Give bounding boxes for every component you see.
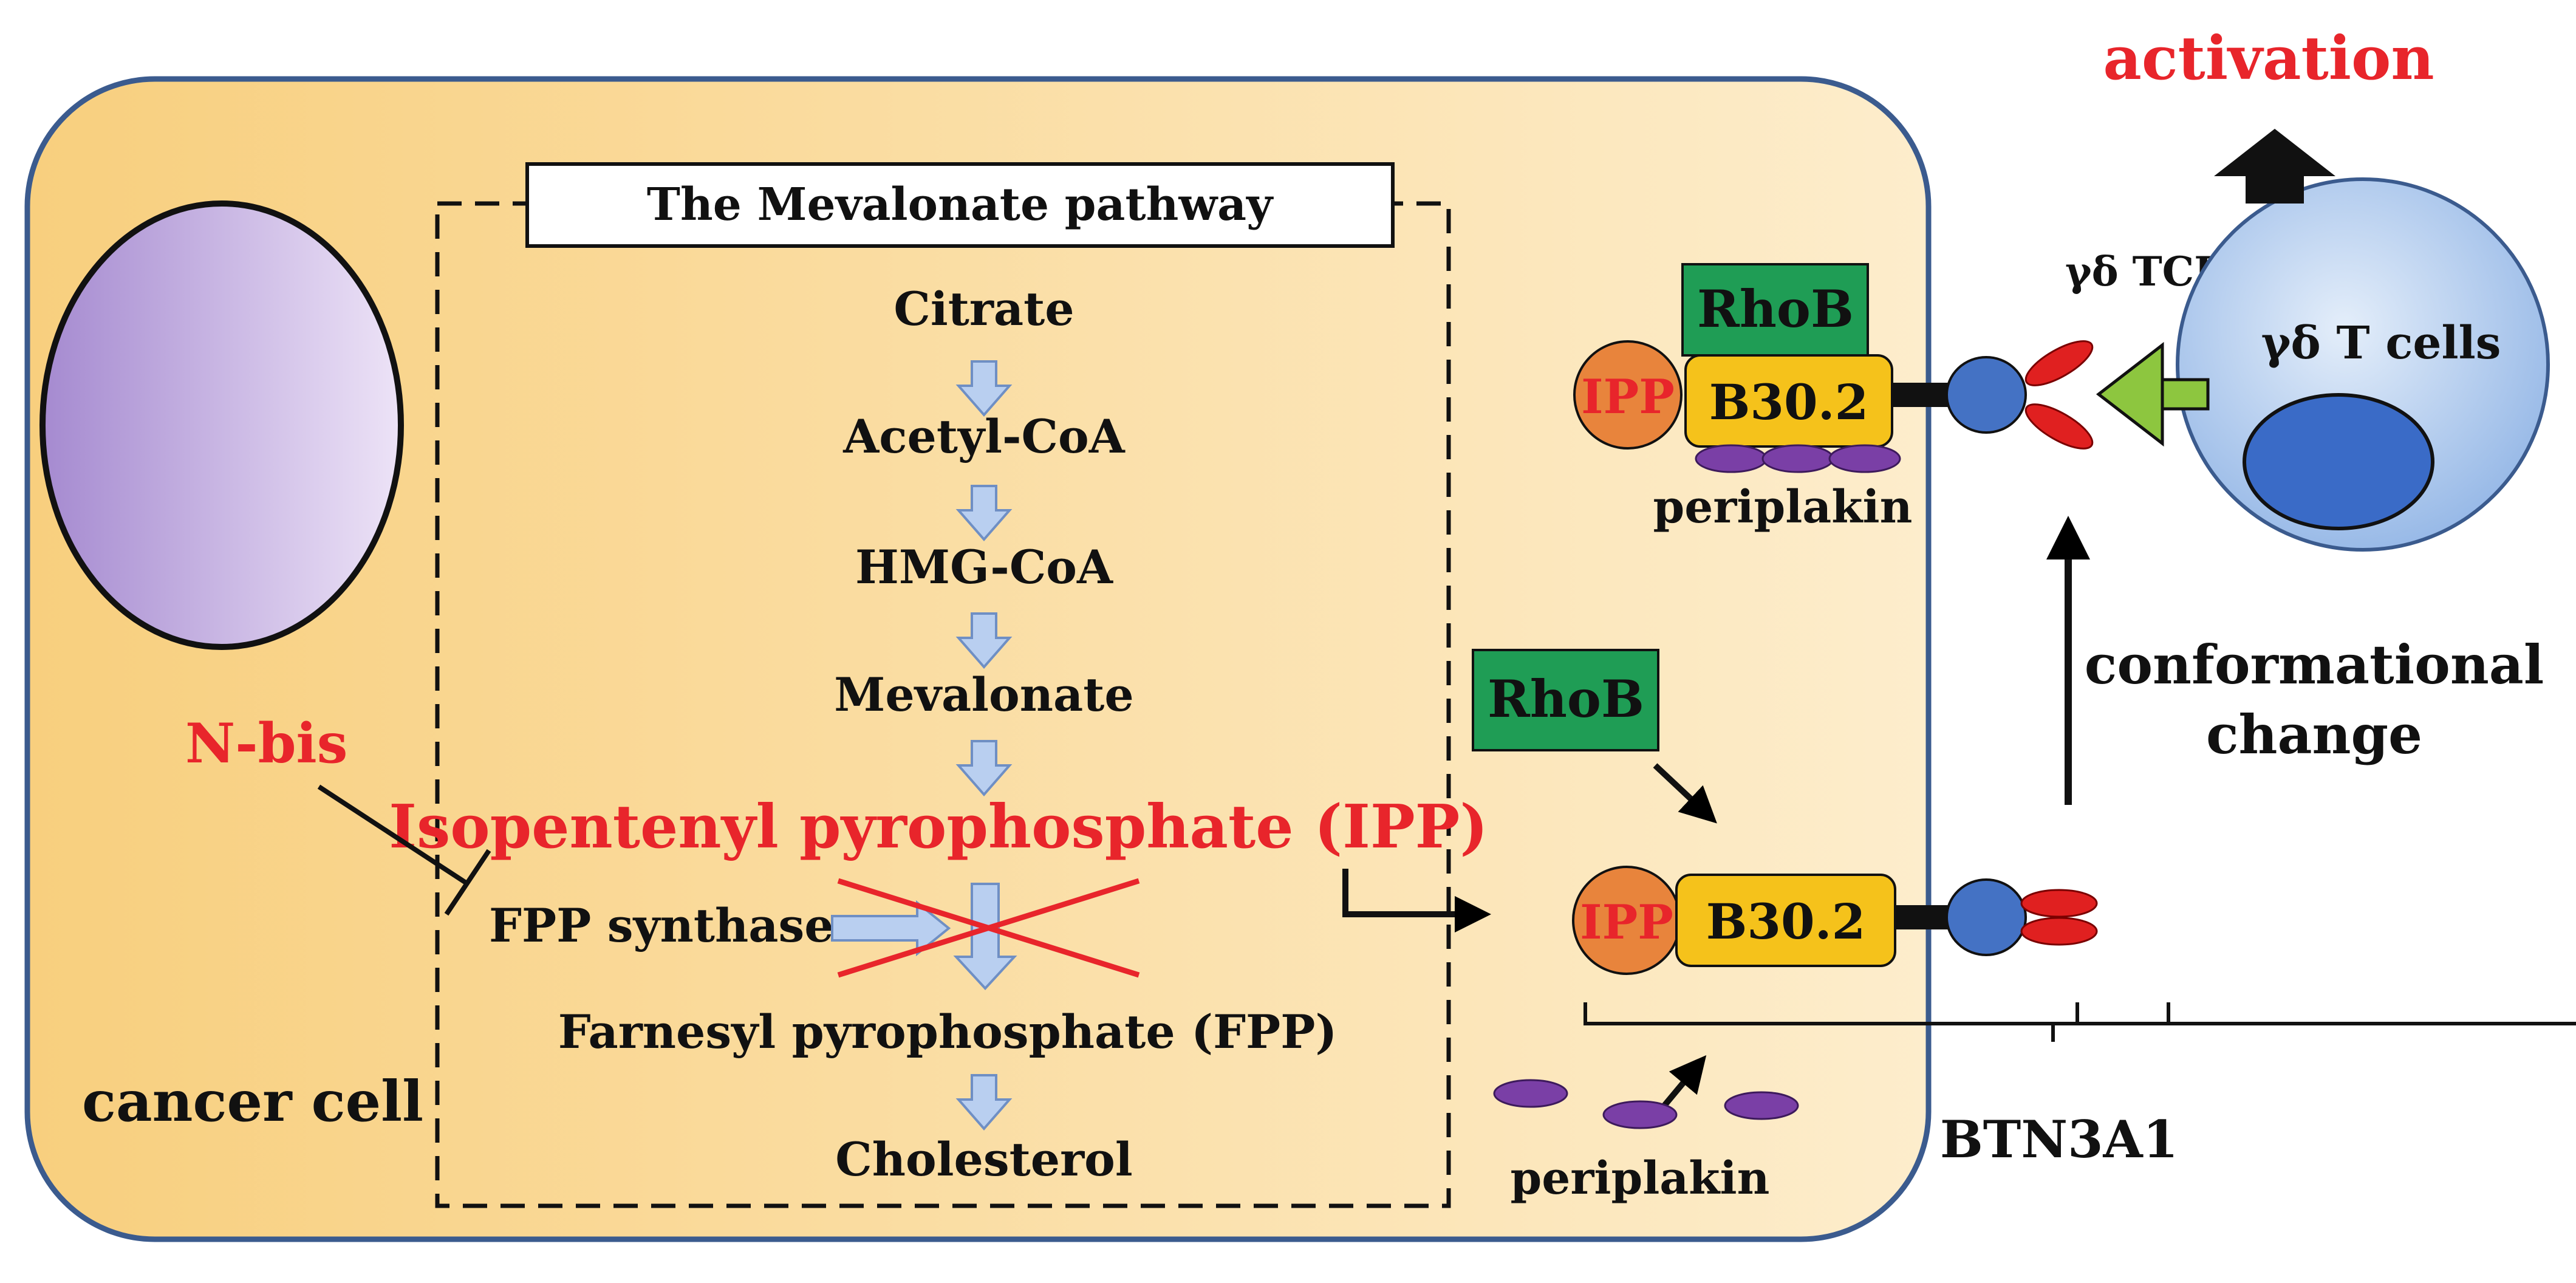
b302-label-active: B30.2 xyxy=(1709,374,1868,431)
enzyme-arrow-icon xyxy=(831,900,951,957)
ipp-transfer-arrow xyxy=(1342,869,1491,932)
block-cross-icon xyxy=(837,878,1140,978)
periplakin-protein xyxy=(1493,1079,1568,1108)
step-cholesterol: Cholesterol xyxy=(835,1132,1133,1186)
t-cell-nucleus xyxy=(2243,393,2434,530)
ipp-molecule-active xyxy=(1573,340,1683,450)
pathway-title-box xyxy=(525,162,1395,248)
btn3a1-label: BTN3A1 xyxy=(1940,1109,2178,1169)
periplakin-protein xyxy=(1602,1100,1678,1129)
ipp-product: Isopentenyl pyrophosphate (IPP) xyxy=(389,792,1488,862)
step-arrow-icon xyxy=(955,740,1013,797)
ipp-label-resting: IPP xyxy=(1580,895,1673,950)
activation-title: activation xyxy=(2103,24,2434,94)
periplakin-bound xyxy=(1828,444,1901,473)
tcr-ligand-triangle xyxy=(2096,341,2164,447)
nucleus xyxy=(39,200,404,650)
extracellular-domain-active xyxy=(2024,340,2094,386)
fpp-synthase-label: FPP synthase xyxy=(489,898,834,953)
rhob-label-resting: RhoB xyxy=(1488,669,1644,729)
extracellular-domain-resting xyxy=(2020,889,2098,918)
periplakin-label-resting: periplakin xyxy=(1511,1152,1770,1205)
step-mevalonate: Mevalonate xyxy=(834,668,1133,722)
rhob-label-active: RhoB xyxy=(1697,279,1854,339)
btn3a1-brace xyxy=(1584,1002,2576,1042)
ig-domain-resting xyxy=(1946,878,2027,956)
step-citrate: Citrate xyxy=(893,282,1074,336)
rhob-box-resting xyxy=(1472,649,1659,751)
step-arrow-icon xyxy=(955,612,1013,669)
ipp-label-active: IPP xyxy=(1581,369,1675,425)
n-bis-label: N-bis xyxy=(185,711,347,776)
fpp-product: Farnesyl pyrophosphate (FPP) xyxy=(558,1005,1338,1059)
step-arrow-icon xyxy=(955,485,1013,542)
ig-domain-active xyxy=(1946,356,2027,434)
step-hmg-coa: HMG-CoA xyxy=(855,540,1113,594)
conformational-label: conformational xyxy=(2085,633,2544,696)
inhibition-bar-icon xyxy=(444,849,491,916)
extracellular-domain-active xyxy=(2024,403,2094,450)
btn-stalk-resting xyxy=(1895,905,1953,929)
periplakin-bound xyxy=(1695,444,1768,473)
cancer-cell-label: cancer cell xyxy=(82,1069,423,1134)
step-arrow-icon xyxy=(955,360,1013,417)
blocked-step-arrow-icon xyxy=(953,883,1017,990)
extracellular-domain-resting xyxy=(2020,917,2098,946)
periplakin-bound xyxy=(1761,444,1834,473)
rhob-box-active xyxy=(1681,263,1869,357)
pathway-title: The Mevalonate pathway xyxy=(647,179,1274,231)
btn-stalk-active xyxy=(1892,383,1953,407)
t-cell-label: γδ T cells xyxy=(2261,317,2501,369)
step-acetyl-coa: Acetyl-CoA xyxy=(842,409,1125,464)
change-label: change xyxy=(2206,703,2422,766)
b302-label-resting: B30.2 xyxy=(1706,893,1865,950)
rhob-binding-arrow xyxy=(1653,763,1717,824)
activation-arrow-icon xyxy=(2214,129,2335,204)
inhibition-line xyxy=(317,784,470,886)
periplakin-protein xyxy=(1724,1091,1799,1120)
step-arrow-icon xyxy=(955,1074,1013,1131)
periplakin-label-active: periplakin xyxy=(1653,481,1913,533)
